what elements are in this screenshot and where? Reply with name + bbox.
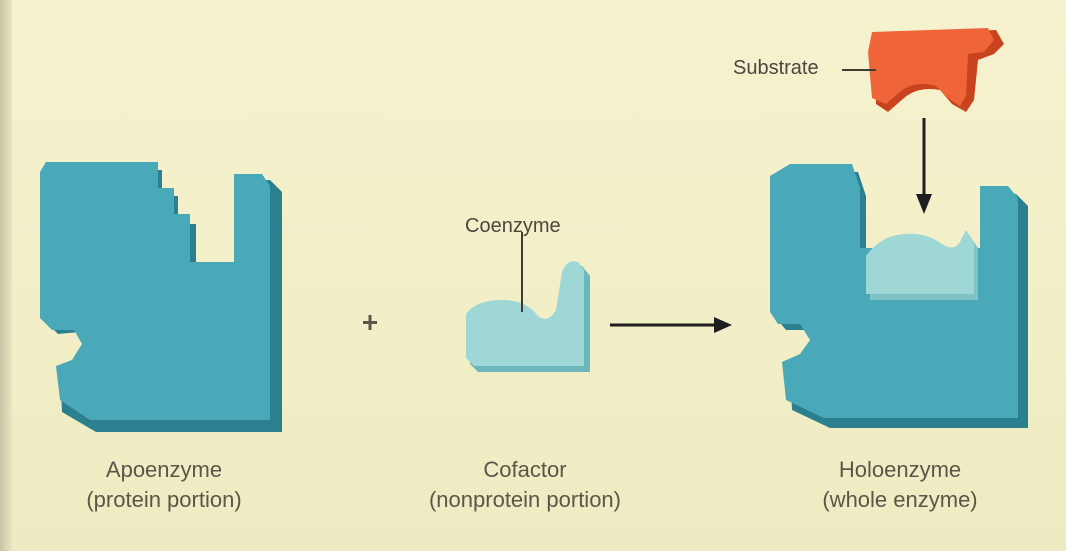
plus-sign [363,315,377,330]
apoenzyme-sub: (protein portion) [74,485,254,515]
coenzyme-shape [466,232,590,372]
apoenzyme-name: Apoenzyme [74,455,254,485]
cofactor-caption: Cofactor (nonprotein portion) [405,455,645,515]
coenzyme-label: Coenzyme [465,215,561,238]
binding-arrow [916,118,932,214]
holoenzyme-caption: Holoenzyme (whole enzyme) [795,455,1005,515]
reaction-arrow [610,317,732,333]
substrate-shape [842,28,1004,112]
holoenzyme-name: Holoenzyme [795,455,1005,485]
apoenzyme-top [40,162,270,420]
holoenzyme-shape [770,164,1028,428]
substrate-label: Substrate [733,57,819,80]
apoenzyme-caption: Apoenzyme (protein portion) [74,455,254,515]
holoenzyme-sub: (whole enzyme) [795,485,1005,515]
holoenzyme-coenzyme-top [866,230,974,294]
apoenzyme-shape [40,162,282,432]
coenzyme-top [466,261,584,366]
right-border [1066,0,1072,557]
cofactor-sub: (nonprotein portion) [405,485,645,515]
bottom-border [0,551,1072,557]
cofactor-name: Cofactor [405,455,645,485]
